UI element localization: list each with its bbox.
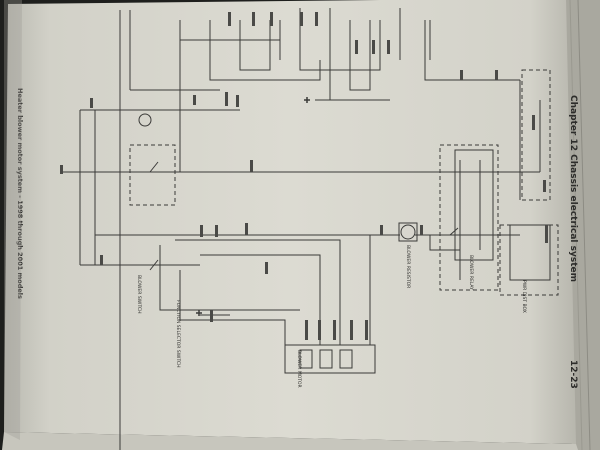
fuse-dashed-outline: [521, 69, 551, 201]
label-blower-resistor: BLOWER RESISTOR: [405, 245, 411, 288]
blower-relay-box: [454, 149, 494, 261]
page-number: 12-23: [568, 360, 578, 389]
figure-caption: Heater blower motor system - 1998 throug…: [16, 88, 24, 299]
label-pwr-dist-box: PWR DIST BOX: [521, 280, 527, 313]
label-blower-switch: BLOWER SWITCH: [136, 275, 142, 313]
relay-dashed-outline: [439, 144, 499, 291]
page: [4, 0, 576, 444]
switch-contact-1: [149, 161, 159, 173]
illumination-lamp: [138, 113, 152, 127]
blower-motor-symbol: [400, 224, 416, 240]
wire-label-dashes: [60, 12, 548, 340]
blower-resistor-box: [284, 344, 376, 374]
wiring-diagram: [60, 8, 559, 450]
label-blower-motor: BLOWER MOTOR: [296, 350, 302, 388]
label-blower-relay: BLOWER RELAY: [468, 255, 474, 290]
chapter-heading: Chapter 12 Chassis electrical system: [568, 95, 578, 282]
rotated-page-content: Chapter 12 Chassis electrical system 12-…: [16, 88, 578, 389]
switch-contact-2: [149, 259, 159, 271]
label-function-selector-switch: FUNCTION SELECTOR SWITCH: [175, 300, 181, 368]
switch-dashed-outline: [129, 144, 176, 206]
